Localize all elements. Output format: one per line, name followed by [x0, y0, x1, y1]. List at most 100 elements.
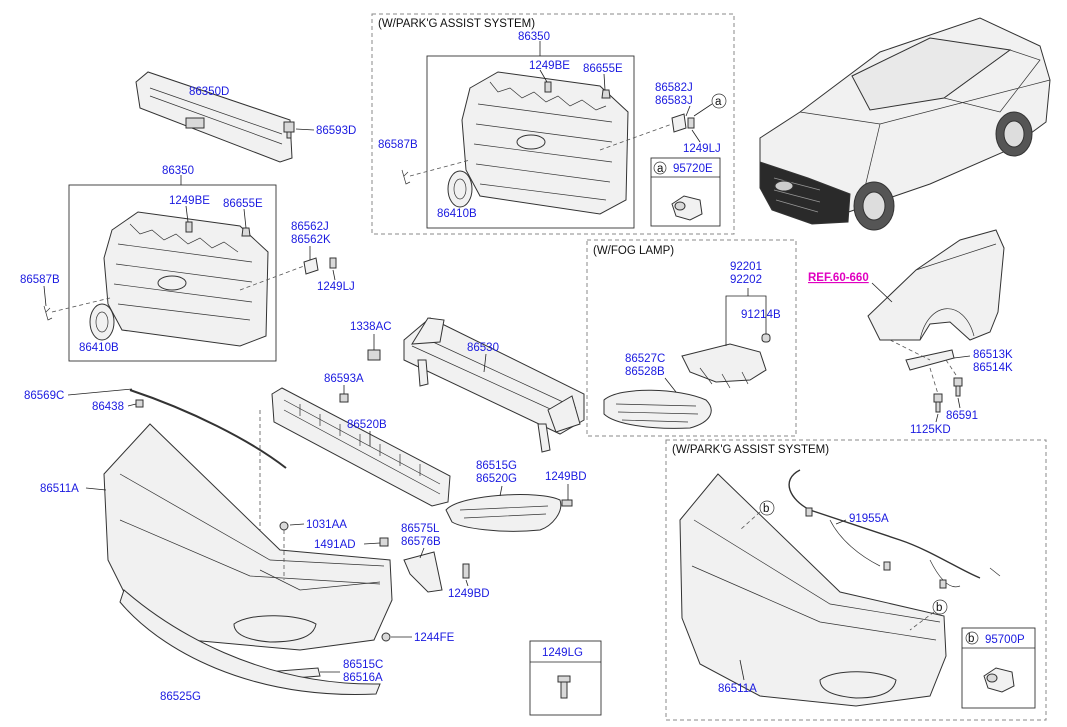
label-86511A-left[interactable]: 86511A: [40, 483, 79, 495]
clip-86587B-left: [43, 305, 53, 321]
label-86511A-right[interactable]: 86511A: [718, 683, 757, 695]
label-86562K[interactable]: 86562K: [291, 234, 331, 246]
label-86350-top[interactable]: 86350: [518, 31, 550, 43]
label-86350D[interactable]: 86350D: [189, 86, 229, 98]
clip-86655E-left: [241, 227, 251, 237]
label-91214B[interactable]: 91214B: [741, 309, 781, 321]
label-86520G[interactable]: 86520G: [476, 473, 517, 485]
clip-1249BE-left: [185, 221, 193, 233]
label-86593D[interactable]: 86593D: [316, 125, 356, 137]
label-86350-left[interactable]: 86350: [162, 165, 194, 177]
label-1249BD-mid[interactable]: 1249BD: [448, 588, 490, 600]
label-86562J[interactable]: 86562J: [291, 221, 329, 233]
bumper-beam-86530: [403, 317, 585, 453]
label-95720E[interactable]: 95720E: [673, 163, 713, 175]
parking-sensor-95700P: [983, 667, 1015, 693]
label-86527C[interactable]: 86527C: [625, 353, 665, 365]
label-86569C[interactable]: 86569C: [24, 390, 64, 402]
label-1244FE[interactable]: 1244FE: [414, 632, 455, 644]
radiator-grille-left: [103, 211, 269, 347]
label-86576B[interactable]: 86576B: [401, 536, 441, 548]
nut-1338AC: [367, 349, 381, 361]
label-1125KD[interactable]: 1125KD: [910, 424, 951, 436]
section-park-assist-bottom: (W/PARK'G ASSIST SYSTEM): [672, 444, 829, 456]
fog-lamp-cover-86527C: [603, 389, 712, 429]
label-86520B[interactable]: 86520B: [347, 419, 387, 431]
bolt-1031AA: [279, 521, 289, 531]
label-92201[interactable]: 92201: [730, 261, 762, 273]
bolt-86591: [953, 377, 963, 397]
fog-lamp-assembly: [681, 333, 771, 389]
screw-1249LG: [557, 675, 571, 699]
clip-86655E-top: [601, 89, 611, 99]
label-1031AA[interactable]: 1031AA: [306, 519, 347, 531]
label-86516A[interactable]: 86516A: [343, 672, 383, 684]
label-1249LG[interactable]: 1249LG: [542, 647, 583, 659]
radiator-grille-top: [461, 71, 629, 215]
label-92202[interactable]: 92202: [730, 274, 762, 286]
callout-a-box-text: a: [657, 163, 664, 175]
label-86528B[interactable]: 86528B: [625, 366, 665, 378]
label-1249BE-top[interactable]: 1249BE: [529, 60, 570, 72]
callout-a-circle: [711, 93, 727, 109]
molding-strip-86569C: [129, 389, 287, 469]
label-86514K[interactable]: 86514K: [973, 362, 1013, 374]
label-1249BD-right[interactable]: 1249BD: [545, 471, 587, 483]
fog-garnish-86515G: [445, 494, 562, 532]
bracket-86582J: [671, 113, 695, 133]
grille-upper-cover-86350D: [135, 71, 293, 163]
label-91955A[interactable]: 91955A: [849, 513, 889, 525]
label-1338AC[interactable]: 1338AC: [350, 321, 392, 333]
callout-a-text: a: [715, 96, 722, 108]
label-86515G[interactable]: 86515G: [476, 460, 517, 472]
label-1249LJ-top[interactable]: 1249LJ: [683, 143, 721, 155]
bracket-86562J: [303, 257, 337, 275]
park-assist-bottom-box: [665, 439, 1047, 721]
clip-86438: [135, 399, 144, 408]
label-95700P[interactable]: 95700P: [985, 634, 1025, 646]
label-86593A[interactable]: 86593A: [324, 373, 364, 385]
label-1249LJ-left[interactable]: 1249LJ: [317, 281, 355, 293]
sensor-box-95720E: [650, 157, 721, 227]
front-fender: [867, 229, 1005, 341]
sensor-box-95700P: [961, 627, 1036, 709]
label-86655E-left[interactable]: 86655E: [223, 198, 263, 210]
label-1491AD[interactable]: 1491AD: [314, 539, 356, 551]
grille-assembly-left-frame: [68, 184, 277, 362]
emblem-top: [447, 170, 473, 208]
clip-1491AD: [379, 537, 389, 547]
vehicle-illustration: [759, 17, 1051, 231]
callout-b-2: [932, 599, 948, 615]
grille-assembly-top-frame: [426, 55, 635, 229]
label-86583J[interactable]: 86583J: [655, 95, 693, 107]
screw-1249BD-right: [561, 499, 573, 507]
label-86410B-left[interactable]: 86410B: [79, 342, 119, 354]
emblem-left: [89, 303, 115, 341]
label-86525G[interactable]: 86525G: [160, 691, 201, 703]
callout-b-text-2: b: [936, 602, 942, 614]
bracket-86575L: [403, 551, 443, 593]
parking-sensor-95720E: [671, 195, 703, 221]
section-park-assist-top: (W/PARK'G ASSIST SYSTEM): [378, 18, 535, 30]
label-1249BE-left[interactable]: 1249BE: [169, 195, 210, 207]
label-86438[interactable]: 86438: [92, 401, 124, 413]
clip-86593A: [339, 393, 349, 403]
label-86587B-top[interactable]: 86587B: [378, 139, 418, 151]
label-86530[interactable]: 86530: [467, 342, 499, 354]
label-86587B-left[interactable]: 86587B: [20, 274, 60, 286]
front-bumper-cover-left: [103, 423, 393, 651]
reference-link-60-660[interactable]: REF.60-660: [808, 272, 869, 284]
bolt-1125KD: [933, 393, 943, 413]
label-86410B-top[interactable]: 86410B: [437, 208, 477, 220]
label-86655E-top[interactable]: 86655E: [583, 63, 623, 75]
section-fog-lamp: (W/FOG LAMP): [593, 245, 674, 257]
label-86591[interactable]: 86591: [946, 410, 978, 422]
label-86582J[interactable]: 86582J: [655, 82, 693, 94]
label-86575L[interactable]: 86575L: [401, 523, 440, 535]
label-86513K[interactable]: 86513K: [973, 349, 1013, 361]
clip-1249BE-top: [544, 81, 552, 93]
label-86515C[interactable]: 86515C: [343, 659, 383, 671]
screw-box-1249LG: [529, 640, 602, 716]
callout-b-text-1: b: [763, 503, 769, 515]
